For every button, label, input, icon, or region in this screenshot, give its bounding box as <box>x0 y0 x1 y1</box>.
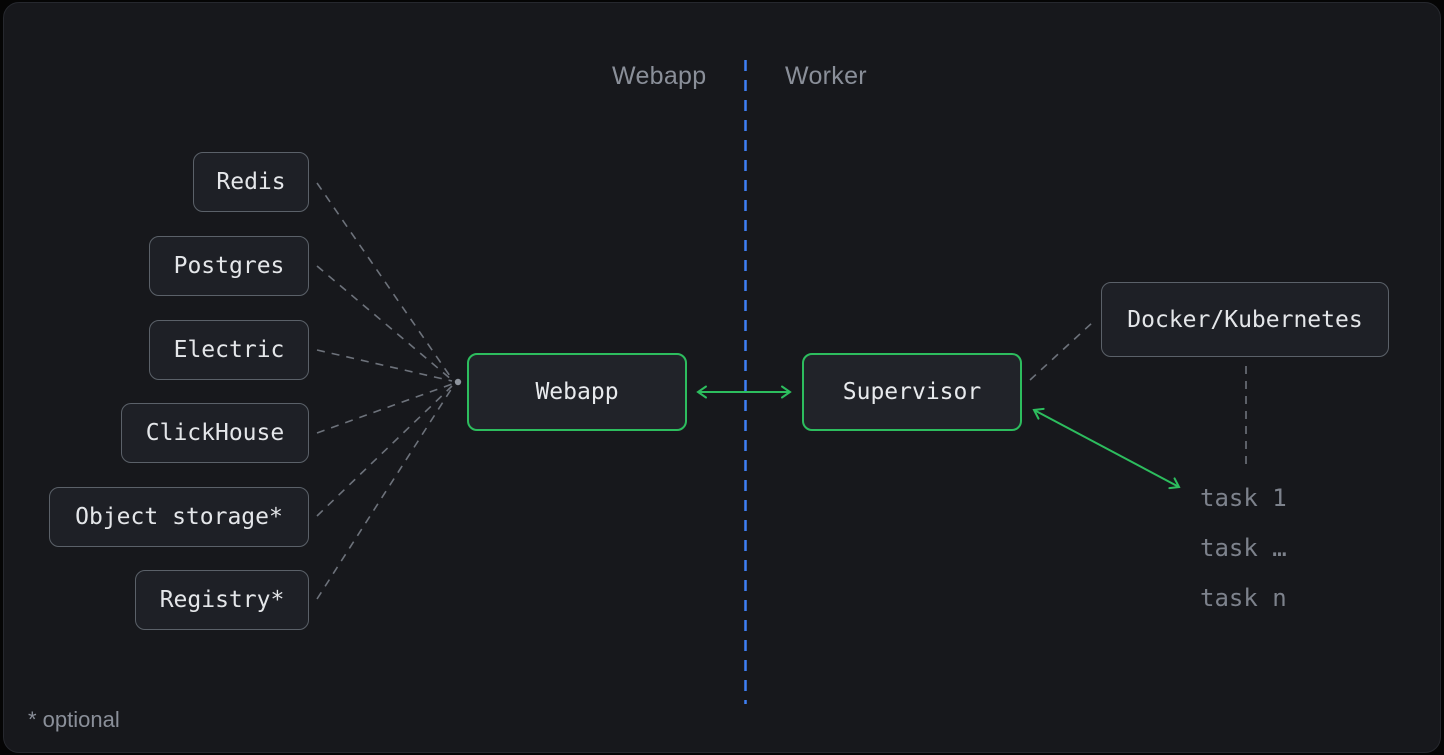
node-object-storage-label: Object storage* <box>75 504 283 530</box>
node-supervisor-label: Supervisor <box>842 379 982 405</box>
task-item-n: task n <box>1200 584 1287 612</box>
zone-label-worker: Worker <box>785 62 867 90</box>
node-docker-kubernetes-label: Docker/Kubernetes <box>1127 306 1363 333</box>
task-item-ellipsis: task … <box>1200 534 1287 562</box>
node-redis: Redis <box>193 152 309 212</box>
node-redis-label: Redis <box>216 169 286 195</box>
zone-label-webapp: Webapp <box>612 62 707 90</box>
node-clickhouse-label: ClickHouse <box>145 420 285 446</box>
node-registry: Registry* <box>135 570 309 630</box>
node-postgres: Postgres <box>149 236 309 296</box>
node-object-storage: Object storage* <box>49 487 309 547</box>
optional-footnote: * optional <box>28 707 120 732</box>
node-webapp-label: Webapp <box>535 379 619 405</box>
node-registry-label: Registry* <box>159 587 285 613</box>
node-docker-kubernetes: Docker/Kubernetes <box>1101 282 1389 357</box>
node-electric-label: Electric <box>173 337 285 363</box>
node-postgres-label: Postgres <box>173 253 285 279</box>
task-item-1: task 1 <box>1200 484 1287 512</box>
node-supervisor: Supervisor <box>802 353 1022 431</box>
node-webapp: Webapp <box>467 353 687 431</box>
node-clickhouse: ClickHouse <box>121 403 309 463</box>
node-electric: Electric <box>149 320 309 380</box>
